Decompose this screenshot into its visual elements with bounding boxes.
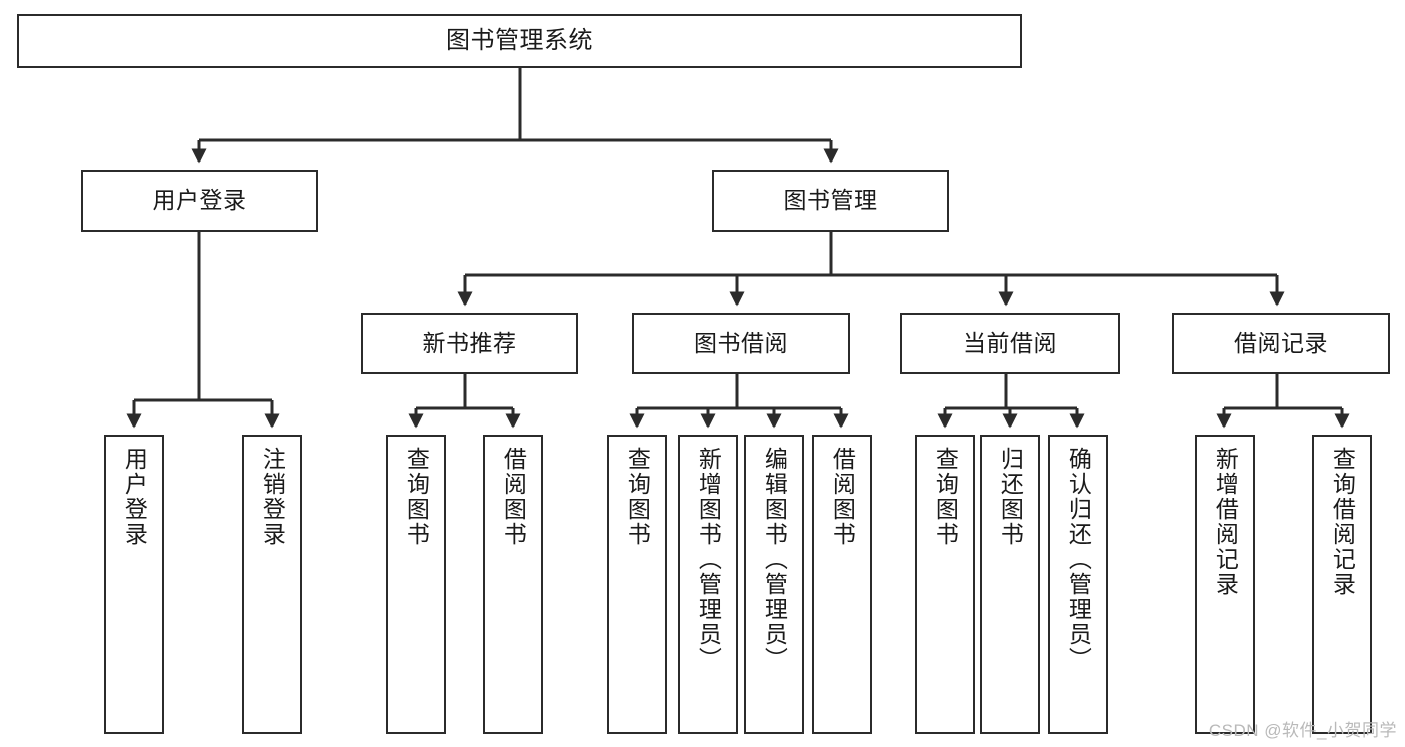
leaf-user-login[interactable]: 用户登录	[104, 435, 164, 734]
node-user-login[interactable]: 用户登录	[81, 170, 318, 232]
node-new-book-recommend[interactable]: 新书推荐	[361, 313, 578, 374]
leaf-logout-login[interactable]: 注销登录	[242, 435, 302, 734]
node-book-borrow[interactable]: 图书借阅	[632, 313, 850, 374]
node-label: 查询借阅记录	[1329, 447, 1356, 597]
leaf-add-book-admin[interactable]: 新增图书（管理员）	[678, 435, 738, 734]
leaf-add-borrow-record[interactable]: 新增借阅记录	[1195, 435, 1255, 734]
leaf-borrow-book-recommend[interactable]: 借阅图书	[483, 435, 543, 734]
node-label: 借阅图书	[500, 447, 527, 547]
leaf-return-book[interactable]: 归还图书	[980, 435, 1040, 734]
node-label: 归还图书	[997, 447, 1024, 547]
node-root-book-management-system[interactable]: 图书管理系统	[17, 14, 1022, 68]
leaf-query-book-recommend[interactable]: 查询图书	[386, 435, 446, 734]
node-label: 新书推荐	[422, 329, 517, 356]
node-label: 新增图书（管理员）	[695, 447, 722, 672]
leaf-edit-book-admin[interactable]: 编辑图书（管理员）	[744, 435, 804, 734]
node-borrow-record[interactable]: 借阅记录	[1172, 313, 1390, 374]
node-label: 用户登录	[152, 187, 247, 214]
node-label: 新增借阅记录	[1212, 447, 1239, 597]
node-label: 注销登录	[259, 447, 286, 547]
node-label: 查询图书	[624, 447, 651, 547]
node-label: 确认归还（管理员）	[1065, 447, 1092, 672]
node-label: 借阅记录	[1234, 329, 1328, 356]
node-label: 图书管理系统	[446, 26, 593, 54]
node-label: 查询图书	[932, 447, 959, 547]
node-current-borrow[interactable]: 当前借阅	[900, 313, 1120, 374]
leaf-query-borrow-record[interactable]: 查询借阅记录	[1312, 435, 1372, 734]
leaf-confirm-return-admin[interactable]: 确认归还（管理员）	[1048, 435, 1108, 734]
node-label: 编辑图书（管理员）	[761, 447, 788, 672]
node-label: 图书管理	[783, 187, 878, 214]
leaf-borrow-book[interactable]: 借阅图书	[812, 435, 872, 734]
node-label: 用户登录	[121, 447, 148, 547]
node-label: 借阅图书	[829, 447, 856, 547]
leaf-query-book-borrow[interactable]: 查询图书	[607, 435, 667, 734]
node-label: 当前借阅	[963, 329, 1057, 356]
node-label: 查询图书	[403, 447, 430, 547]
leaf-query-book-current[interactable]: 查询图书	[915, 435, 975, 734]
node-book-management[interactable]: 图书管理	[712, 170, 949, 232]
node-label: 图书借阅	[694, 329, 788, 356]
